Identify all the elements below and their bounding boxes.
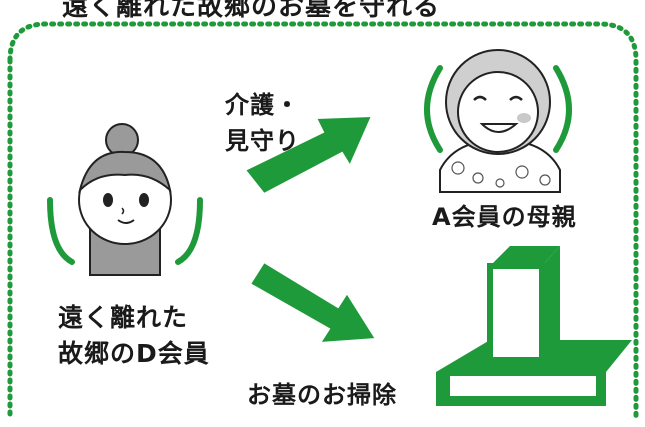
member-label-line1: 遠く離れた bbox=[58, 303, 189, 332]
mother-label: A会員の母親 bbox=[432, 203, 577, 231]
care-label-line1: 介護・ bbox=[225, 91, 300, 119]
arrow-to-mother bbox=[243, 114, 374, 196]
page-heading: 遠く離れた故郷のお墓を守れる bbox=[62, 0, 441, 22]
young-woman-portrait-icon bbox=[47, 123, 203, 276]
member-label: 遠く離れた 故郷のD会員 bbox=[58, 300, 210, 372]
dotted-frame bbox=[7, 21, 639, 423]
arrow-to-grave bbox=[248, 260, 378, 345]
grave-cleaning-label: お墓のお掃除 bbox=[247, 381, 397, 409]
tombstone-icon bbox=[436, 246, 632, 406]
care-label-line2: 見守り bbox=[225, 127, 300, 155]
elderly-mother-portrait-icon bbox=[424, 49, 572, 193]
member-label-line2: 故郷のD会員 bbox=[58, 339, 210, 368]
care-label: 介護・ 見守り bbox=[225, 87, 300, 159]
